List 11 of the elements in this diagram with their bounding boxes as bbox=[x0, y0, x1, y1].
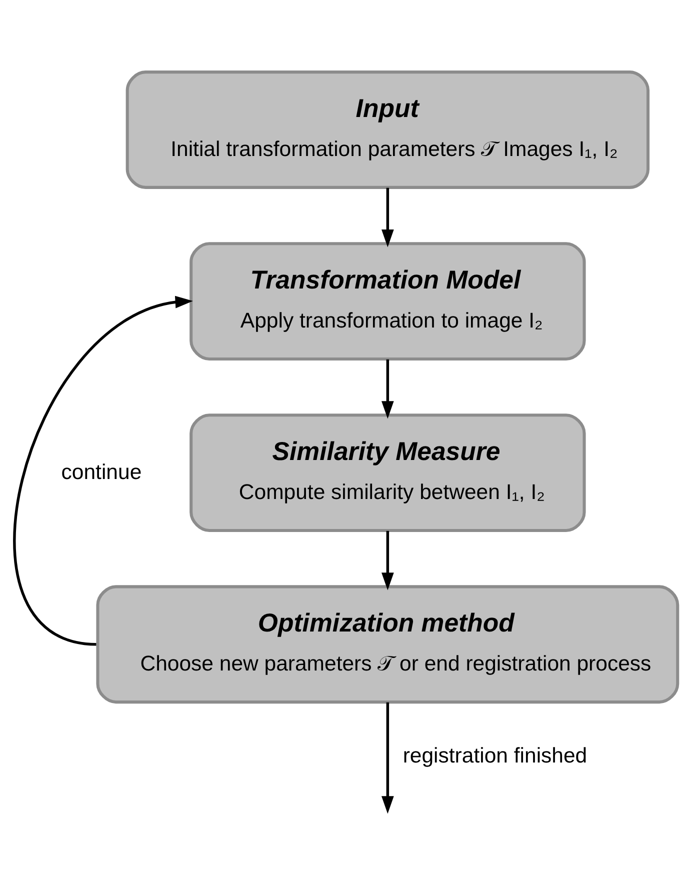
arrow bbox=[382, 187, 394, 247]
edge-label: registration finished bbox=[402, 742, 588, 767]
edge-label: continue bbox=[61, 460, 142, 484]
node-box: Similarity Measure Compute similarity between I₁, I₂ bbox=[190, 413, 586, 532]
arrow bbox=[14, 295, 193, 646]
arrow bbox=[382, 702, 394, 814]
node-box: Optimization method Choose new parameters 𝒯 or end registration process bbox=[96, 584, 680, 704]
arrow bbox=[382, 358, 394, 418]
arrow bbox=[382, 530, 394, 590]
node-box: Input Initial transformation parameters 𝒯 Images I₁, I₂ bbox=[126, 70, 650, 188]
node-box: Transformation Model Apply transformation to image I₂ bbox=[190, 242, 586, 360]
